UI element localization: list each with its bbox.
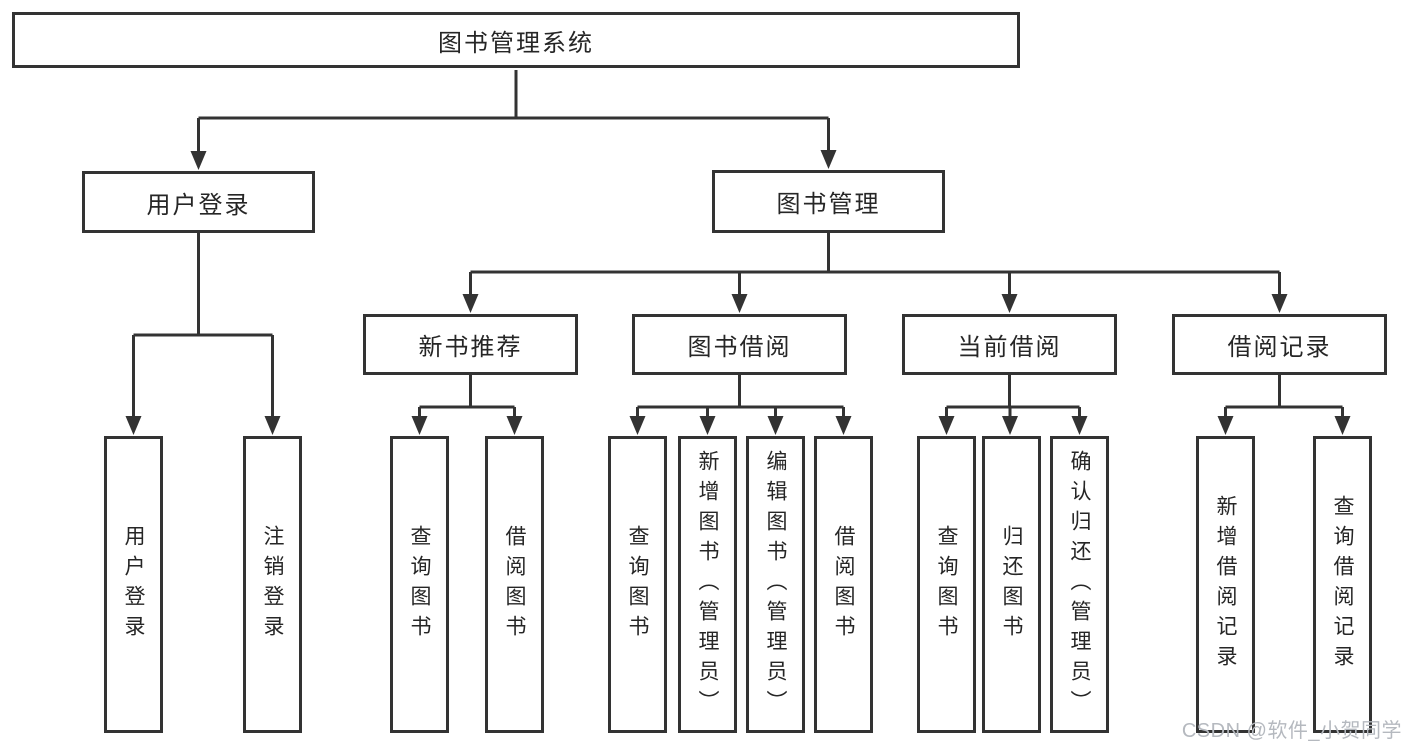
leaf-label: 新增借阅记录 <box>1214 494 1237 675</box>
node-label: 图书借阅 <box>687 334 792 361</box>
leaf-records-query-record: 查询借阅记录 <box>1313 436 1372 733</box>
leaf-borrow-query-books: 查询图书 <box>608 436 667 733</box>
node-borrowing-records: 借阅记录 <box>1172 314 1387 375</box>
leaf-label: 借阅图书 <box>832 524 855 645</box>
node-book-management: 图书管理 <box>712 170 945 233</box>
leaf-label: 用户登录 <box>122 524 145 645</box>
leaf-label: 归还图书 <box>1000 524 1023 645</box>
node-label: 图书管理 <box>776 191 881 218</box>
leaf-borrow-borrow-books: 借阅图书 <box>814 436 873 733</box>
leaf-recommend-query-books: 查询图书 <box>390 436 449 733</box>
node-library-management-system: 图书管理系统 <box>12 12 1020 68</box>
leaf-label: 编辑图书（管理员） <box>764 449 787 720</box>
leaf-user-login: 用户登录 <box>104 436 163 733</box>
node-current-borrowing: 当前借阅 <box>902 314 1117 375</box>
leaf-label: 注销登录 <box>261 524 284 645</box>
node-label: 图书管理系统 <box>438 29 594 57</box>
leaf-label: 新增图书（管理员） <box>696 449 719 720</box>
node-label: 借阅记录 <box>1227 334 1332 361</box>
leaf-borrow-edit-books-admin: 编辑图书（管理员） <box>746 436 805 733</box>
leaf-current-query-books: 查询图书 <box>917 436 976 733</box>
leaf-label: 借阅图书 <box>503 524 526 645</box>
leaf-label: 查询借阅记录 <box>1331 494 1354 675</box>
node-book-borrowing: 图书借阅 <box>632 314 847 375</box>
leaf-label: 查询图书 <box>626 524 649 645</box>
leaf-label: 查询图书 <box>935 524 958 645</box>
leaf-label: 查询图书 <box>408 524 431 645</box>
leaf-label: 确认归还（管理员） <box>1068 449 1091 720</box>
node-label: 当前借阅 <box>957 334 1062 361</box>
leaf-recommend-borrow-books: 借阅图书 <box>485 436 544 733</box>
leaf-logout: 注销登录 <box>243 436 302 733</box>
node-label: 新书推荐 <box>418 334 523 361</box>
node-user-login: 用户登录 <box>82 171 315 233</box>
leaf-current-confirm-return-admin: 确认归还（管理员） <box>1050 436 1109 733</box>
leaf-records-add-record: 新增借阅记录 <box>1196 436 1255 733</box>
connector-path <box>132 70 1344 420</box>
csdn-watermark: CSDN @软件_小贺同学 <box>1181 720 1402 742</box>
leaf-current-return-books: 归还图书 <box>982 436 1041 733</box>
node-label: 用户登录 <box>146 191 251 219</box>
node-new-book-recommend: 新书推荐 <box>363 314 578 375</box>
leaf-borrow-add-books-admin: 新增图书（管理员） <box>678 436 737 733</box>
